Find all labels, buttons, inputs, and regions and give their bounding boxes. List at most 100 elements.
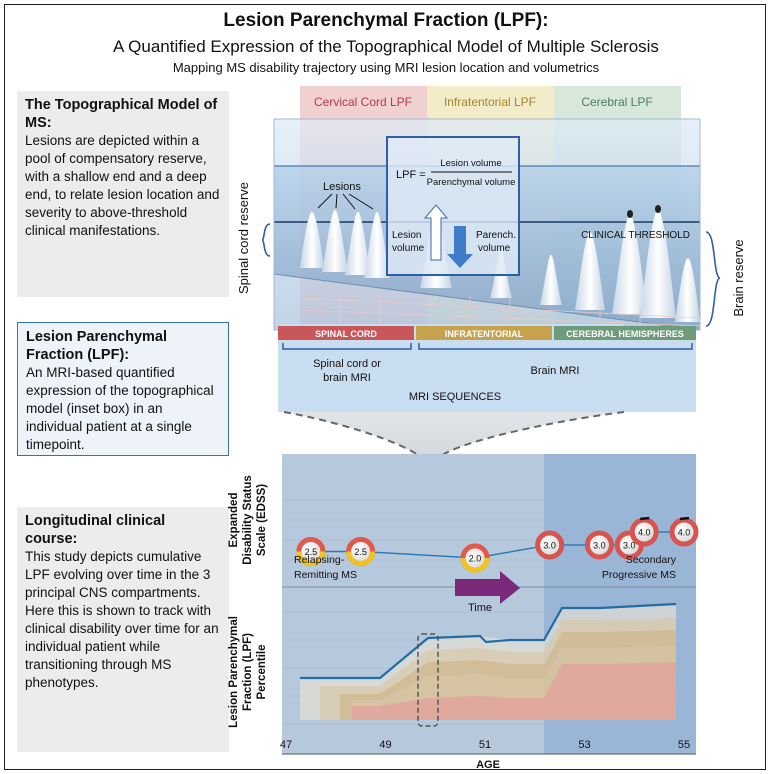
lesion-volume-label-1: Lesion — [392, 230, 421, 241]
cervical-column-header — [300, 86, 427, 119]
above-threshold-tip — [655, 205, 661, 213]
brain-reserve-label: Brain reserve — [731, 239, 746, 316]
edss-ylabel-1: Expanded — [228, 493, 240, 548]
longitudinal-course-box: Longitudinal clinical course: This study… — [17, 507, 229, 752]
edss-marker: 4.0 — [629, 516, 659, 547]
spinal-reserve-brace — [261, 223, 271, 257]
pool-floor-line — [273, 273, 701, 331]
x-axis-label: AGE — [476, 759, 500, 771]
mri-panel-right — [624, 340, 696, 412]
figure-subtitle: A Quantified Expression of the Topograph… — [113, 37, 659, 56]
cerebral-column-header — [554, 86, 681, 119]
spinal-cord-reserve-label: Spinal cord reserve — [236, 182, 251, 294]
floor-grid — [299, 290, 701, 327]
brain-mri-label: Brain MRI — [531, 365, 580, 377]
parench-volume-label-1: Parench. — [476, 230, 516, 241]
lpf-ylabel-1: Lesion Parenchymal — [228, 616, 240, 728]
lesion-volume-up-arrow — [423, 204, 449, 261]
single-timepoint-highlight — [417, 633, 439, 727]
lpf-ylabel-2: Fraction (LPF) — [242, 633, 254, 711]
lesion-peak — [300, 212, 324, 268]
edss-marker: 3.0 — [535, 530, 565, 560]
infratentorial-column-label: Infratentorial LPF — [444, 95, 536, 109]
lpf-ylabel-3: Percentile — [256, 645, 268, 700]
mri-sequences-label: MRI SEQUENCES — [409, 391, 501, 403]
parench-volume-label-2: volume — [478, 243, 511, 254]
topographical-model-text: Lesions are depicted within a pool of co… — [25, 133, 220, 238]
formula-denominator: Parenchymal volume — [427, 177, 516, 188]
lpf-stacked-areas — [300, 604, 676, 720]
cerebral-column-label: Cerebral LPF — [581, 95, 652, 109]
edss-ylabel-3: Scale (EDSS) — [256, 484, 268, 556]
lesions-label: Lesions — [323, 181, 361, 193]
lesion-volume-label-2: volume — [392, 243, 425, 254]
clinical-threshold-label: CLINICAL THRESHOLD — [581, 230, 690, 241]
rrms-label-1: Relapsing- — [294, 554, 345, 566]
figure-subtitle-2: Mapping MS disability trajectory using M… — [172, 60, 600, 75]
lpf-definition-text: An MRI-based quantified expression of th… — [26, 365, 214, 452]
spinal-mri-bracket — [282, 343, 412, 350]
lpf-definition-box: Lesion Parenchymal Fraction (LPF): An MR… — [17, 322, 229, 456]
edss-value: 2.0 — [469, 554, 482, 564]
lpf-spinal-cord-layer — [352, 662, 676, 720]
lesion-peak — [612, 215, 648, 314]
lesion-peak — [345, 212, 371, 275]
lesion-peak — [640, 210, 676, 318]
spinal-mri-label-2: brain MRI — [323, 372, 371, 384]
infratentorial-column-header — [427, 86, 554, 119]
lesion-pointer-arrows — [317, 193, 374, 210]
brain-reserve-brace — [705, 231, 721, 327]
figure-frame — [4, 4, 766, 770]
longitudinal-course-heading: Longitudinal clinical course: — [25, 513, 166, 547]
edss-marker: 2.5 — [296, 537, 326, 566]
formula-numerator: Lesion volume — [440, 158, 501, 169]
lpf-definition-heading: Lesion Parenchymal Fraction (LPF): — [26, 329, 168, 363]
lesion-peak — [575, 232, 605, 310]
spms-label-1: Secondary — [626, 554, 677, 566]
edss-marker: 2.5 — [346, 537, 376, 566]
lpf-total-line — [300, 602, 677, 680]
edss-value: 4.0 — [638, 528, 651, 538]
edss-value: 2.5 — [354, 547, 367, 557]
spinal-cord-region-label: SPINAL CORD — [315, 329, 377, 339]
edss-value: 3.0 — [593, 541, 606, 551]
lpf-inset-box — [386, 136, 520, 276]
time-arrow — [455, 571, 520, 604]
infratentorial-region-label: INFRATENTORIAL — [445, 329, 524, 339]
edss-value: 3.0 — [623, 541, 636, 551]
lesion-peak — [364, 212, 390, 278]
edss-marker: 2.0 — [460, 543, 490, 573]
edss-ylabel-2: Disability Status — [242, 475, 254, 564]
spms-label-2: Progressive MS — [602, 569, 676, 581]
x-tick-label: 51 — [479, 739, 491, 751]
longitudinal-course-text: This study depicts cumulative LPF evolvi… — [25, 549, 219, 690]
x-tick-label: 49 — [379, 739, 391, 751]
edss-marker: 4.0 — [669, 516, 699, 547]
above-threshold-tip — [627, 210, 633, 218]
edss-value: 4.0 — [678, 528, 691, 538]
infratentorial-region-bar — [416, 326, 552, 340]
x-tick-labels: 47 49 51 53 55 — [280, 739, 690, 751]
cervical-column-label: Cervical Cord LPF — [314, 95, 412, 109]
lesion-peak — [322, 210, 348, 272]
edss-marker: 3.0 — [584, 530, 614, 560]
parenchymal-volume-down-arrow — [447, 226, 473, 268]
x-tick-label: 55 — [678, 739, 690, 751]
x-tick-label: 53 — [578, 739, 590, 751]
spinal-mri-label-1: Spinal cord or — [313, 358, 381, 370]
lesion-peak — [675, 258, 700, 322]
figure-title: Lesion Parenchymal Fraction (LPF): — [223, 10, 549, 31]
topographical-model-box: The Topographical Model of MS: Lesions a… — [17, 91, 229, 297]
cerebral-region-bar — [554, 326, 696, 340]
time-label: Time — [468, 602, 492, 614]
formula-lhs: LPF = — [396, 169, 426, 181]
edss-value: 3.0 — [543, 541, 556, 551]
edss-value: 2.5 — [305, 547, 318, 557]
topographical-model-heading: The Topographical Model of MS: — [25, 97, 218, 131]
lesion-peak — [540, 255, 562, 305]
x-tick-label: 47 — [280, 739, 292, 751]
brain-mri-bracket — [418, 343, 693, 350]
spinal-cord-region-bar — [278, 326, 414, 340]
